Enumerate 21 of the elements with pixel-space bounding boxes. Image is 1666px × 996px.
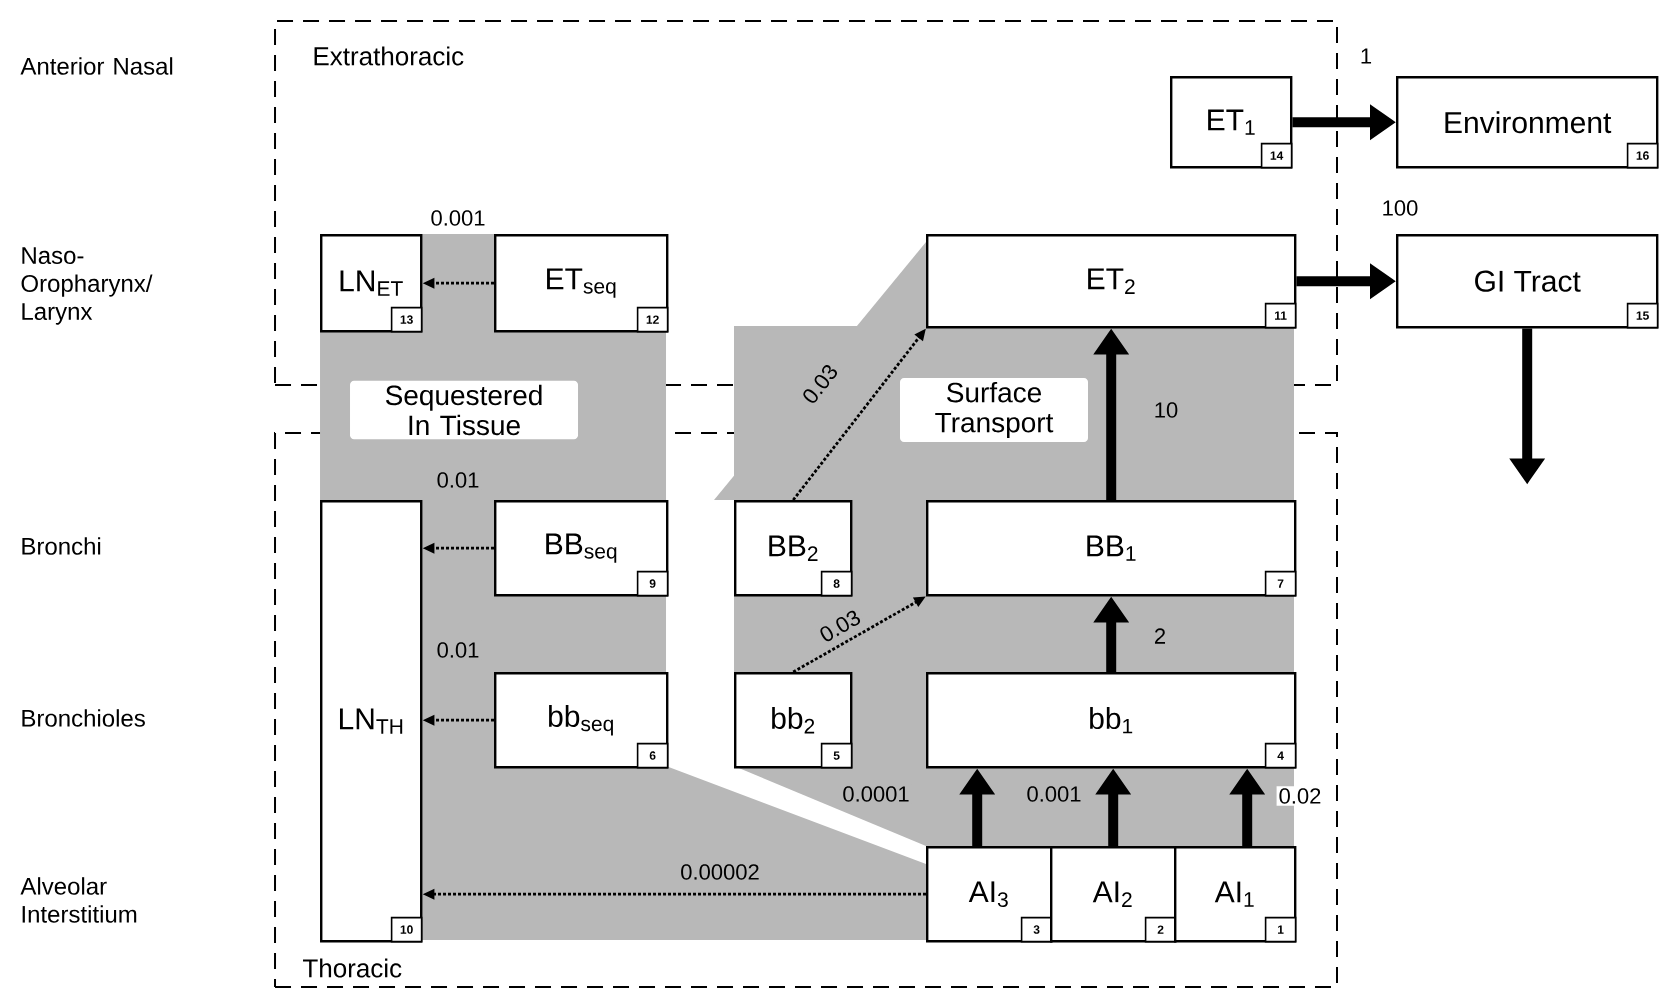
edge-label: 0.00002 [681, 864, 759, 880]
region-label: Thoracic [303, 958, 402, 978]
edge-label: 0.01 [437, 642, 479, 658]
edge-label: 10 [1155, 402, 1178, 418]
area-label: Sequestered In Tissue [350, 380, 578, 440]
edge-label: 0.01 [437, 472, 479, 488]
row-label: Anterior Nasal [20, 57, 173, 75]
area-label: Surface Transport [900, 377, 1088, 443]
edge-label: 0.02 [1279, 788, 1321, 804]
edge-label: 0.03 [820, 610, 861, 642]
row-label: Bronchioles [22, 709, 145, 727]
edge-label: 100 [1383, 200, 1418, 216]
row-label: Alveolar Interstitium [20, 877, 137, 923]
edge-label: 1 [1361, 48, 1372, 64]
edge-label: 0.0001 [843, 786, 909, 802]
row-label: Naso-Oropharynx/ Larynx [21, 247, 153, 325]
edge-label: 0.001 [1027, 786, 1081, 802]
row-label: Bronchi [22, 537, 101, 555]
region-label: Extrathoracic [314, 46, 464, 66]
edge-label: 0.001 [431, 210, 485, 226]
edge-label: 2 [1155, 628, 1165, 644]
